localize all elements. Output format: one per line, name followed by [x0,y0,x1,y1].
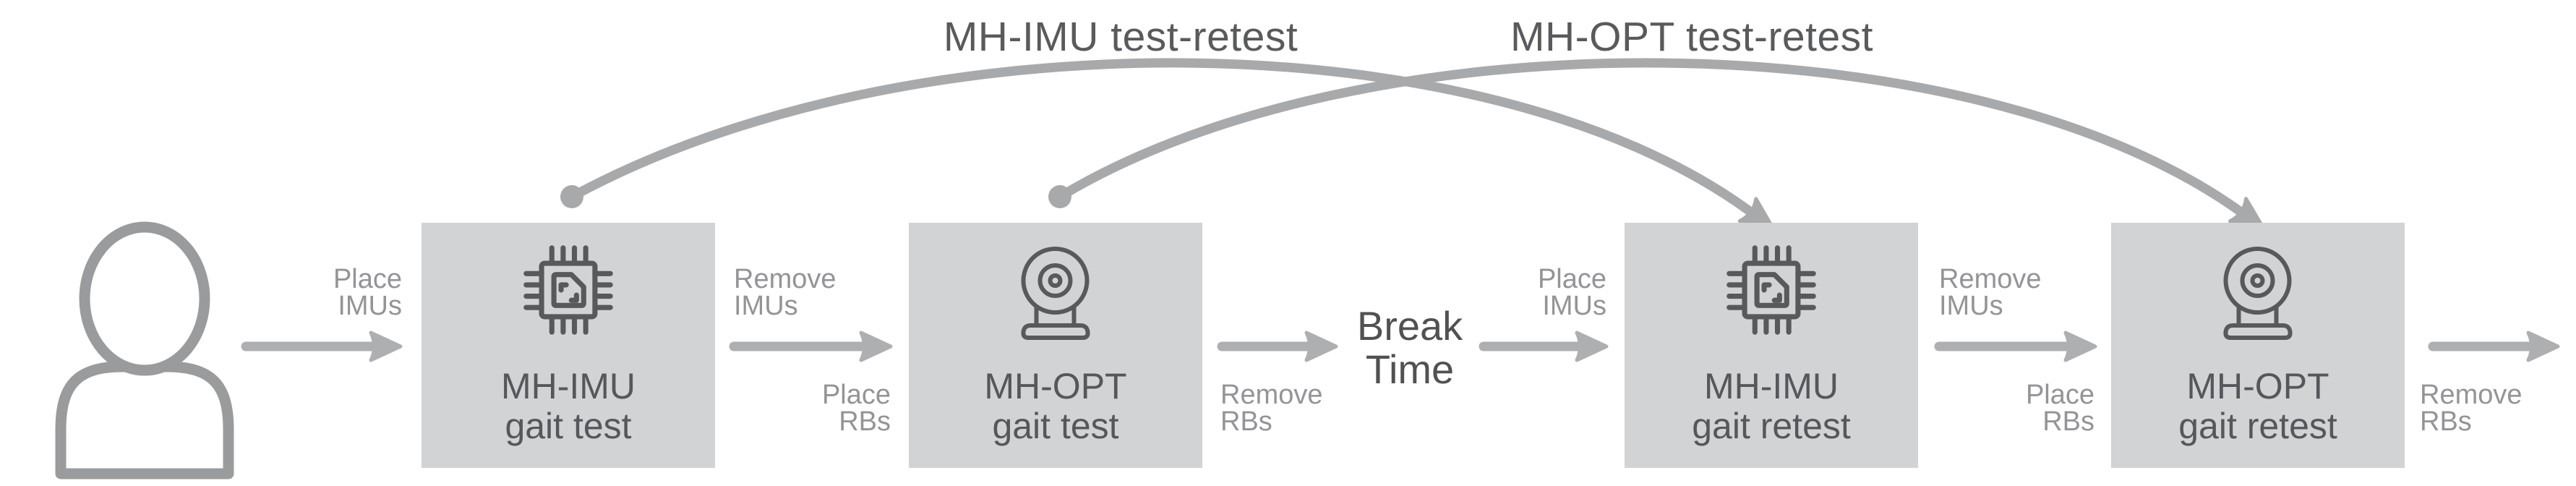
stage-mh-imu-gait-test: MH-IMU gait test [422,223,715,468]
imu-test-retest-title: MH-IMU test-retest [943,14,1298,60]
label-line: Remove [1939,264,2042,294]
label-line: Place [1537,264,1606,294]
label-line: Place [2025,380,2094,410]
person-icon [55,221,234,479]
stage-title: MH-IMU gait retest [1625,367,1918,446]
stage-title-line2: gait test [505,406,632,446]
webcam-icon [2223,247,2293,340]
label-place-imus: Place IMUs [1537,264,1606,321]
label-line: RBs [839,406,891,437]
stage-title-line2: gait test [992,406,1119,446]
label-line: RBs [1220,406,1272,437]
webcam-icon [1021,247,1090,340]
stage-title: MH-IMU gait test [422,367,715,446]
label-line: Remove [734,264,836,294]
stage-title-line1: MH-OPT [984,366,1127,406]
break-time-label: Break Time [1265,304,1554,391]
label-remove-rbs: Remove RBs [1220,380,1323,437]
stage-mh-imu-gait-retest: MH-IMU gait retest [1625,223,1918,468]
label-line: Place [821,380,891,410]
label-line: Remove [2420,380,2522,410]
label-line: IMUs [1542,291,1606,321]
stage-mh-opt-gait-test: MH-OPT gait test [909,223,1202,468]
stage-title-line1: MH-OPT [2186,366,2329,406]
stage-mh-opt-gait-retest: MH-OPT gait retest [2111,223,2405,468]
stage-title-line2: gait retest [2178,406,2337,446]
label-line: RBs [2042,406,2094,437]
stage-title-line2: gait retest [1692,406,1851,446]
label-line: Remove [1220,380,1323,410]
label-line: IMUs [338,291,402,321]
imu-test-retest-arc [567,58,1775,231]
label-line: Place [333,264,402,294]
label-remove-imus: Remove IMUs [1939,264,2042,321]
chip-icon [523,245,613,335]
label-line: IMUs [734,291,798,321]
label-remove-rbs: Remove RBs [2420,380,2522,437]
label-place-rbs: Place RBs [821,380,891,437]
arc-start-dot [1048,185,1071,208]
label-remove-imus: Remove IMUs [734,264,836,321]
opt-test-retest-title: MH-OPT test-retest [1510,14,1874,60]
label-place-rbs: Place RBs [2025,380,2094,437]
test-retest-arcs [567,58,2266,231]
stage-title: MH-OPT gait test [909,367,1202,446]
label-line: RBs [2420,406,2472,437]
break-time-line1: Break [1356,303,1463,349]
chip-icon [1726,245,1816,335]
label-place-imus: Place IMUs [333,264,402,321]
opt-test-retest-arc [1055,58,2266,230]
stage-title: MH-OPT gait retest [2111,367,2405,446]
break-time-line2: Time [1365,346,1455,392]
stage-title-line1: MH-IMU [1703,366,1839,406]
label-line: IMUs [1939,291,2003,321]
arc-start-dot [560,185,583,208]
stage-title-line1: MH-IMU [500,366,636,406]
